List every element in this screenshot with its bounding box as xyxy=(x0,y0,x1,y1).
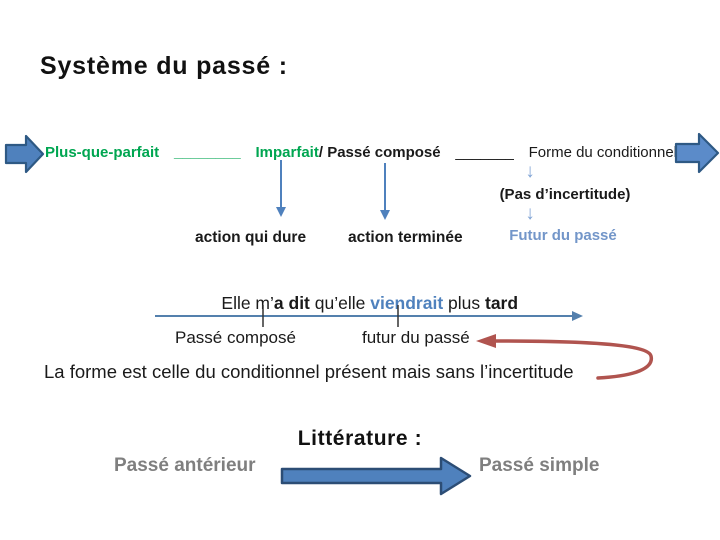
block-arrow-right-icon xyxy=(674,132,720,174)
block-arrow-right-icon xyxy=(280,456,472,496)
label-passe-compose: Passé composé xyxy=(327,144,441,161)
label-passe-simple: Passé simple xyxy=(479,455,600,476)
label-action-terminee: action terminée xyxy=(348,229,463,246)
timeline-label-futur-du-passe: futur du passé xyxy=(362,328,470,347)
label-imparfait: Imparfait xyxy=(255,144,319,161)
label-imparfait-passe-compose: Imparfait/ Passé composé xyxy=(256,144,441,161)
label-passe-anterieur: Passé antérieur xyxy=(114,455,256,476)
example-sentence: Elle m’a dit qu’elle viendrait plus tard xyxy=(150,272,570,335)
down-arrow-glyph: ↓ xyxy=(525,203,535,224)
note-conditionnel-forme: La forme est celle du conditionnel prése… xyxy=(44,361,574,382)
block-arrow-right-icon xyxy=(4,134,45,174)
label-futur-du-passe: Futur du passé xyxy=(509,227,617,244)
label-forme-du-conditionnel: Forme du conditionnel xyxy=(528,144,677,161)
sentence-part-conditionnel: viendrait xyxy=(370,293,444,313)
down-arrow-imparfait xyxy=(276,160,286,217)
sentence-part: plus xyxy=(443,293,485,313)
down-arrow-passe-compose xyxy=(380,163,390,220)
slide-title: Système du passé : xyxy=(40,52,288,80)
label-plus-que-parfait: Plus-que-parfait xyxy=(45,144,160,161)
sentence-part: Elle m’ xyxy=(221,293,274,313)
red-loop-arrow xyxy=(476,334,653,380)
literature-heading: Littérature : xyxy=(297,427,423,450)
tense-sequence-row: Plus-que-parfait ________ Imparfait/ Pas… xyxy=(45,144,677,161)
sentence-part: qu’elle xyxy=(309,293,371,313)
sentence-part-bold: tard xyxy=(485,293,519,313)
label-pas-incertitude: (Pas d’incertitude) xyxy=(499,186,631,203)
blank-line-1: ________ xyxy=(173,144,241,161)
blank-line-2: _______ xyxy=(455,144,514,161)
sentence-part-bold: a dit xyxy=(273,293,310,313)
down-arrow-glyph: ↓ xyxy=(525,161,535,182)
timeline-axis xyxy=(155,305,583,327)
label-action-qui-dure: action qui dure xyxy=(195,229,307,246)
timeline-label-passe-compose: Passé composé xyxy=(175,328,296,347)
separator-slash: / xyxy=(318,144,324,161)
